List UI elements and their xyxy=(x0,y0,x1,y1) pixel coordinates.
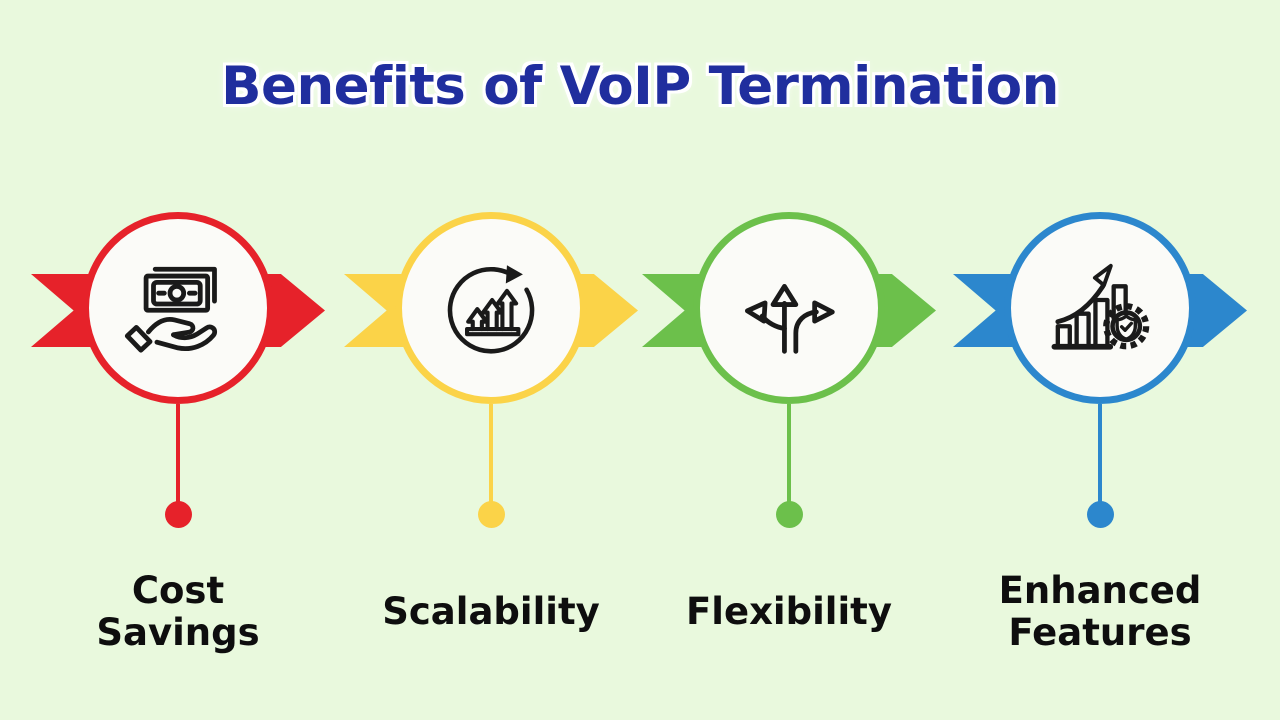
benefit-label: Flexibility xyxy=(619,556,959,668)
icon-circle xyxy=(1004,212,1196,404)
money-in-hand-icon xyxy=(121,251,235,365)
benefit-label-line: Scalability xyxy=(382,589,600,633)
connector-dot xyxy=(775,501,803,528)
benefit-label-line: Flexibility xyxy=(686,589,892,633)
benefit-label: Scalability xyxy=(321,556,661,668)
arrow-banner xyxy=(31,274,325,347)
icon-circle xyxy=(82,212,274,404)
icon-circle xyxy=(693,212,885,404)
connector-dot xyxy=(477,501,505,528)
connector-dot xyxy=(164,501,192,528)
benefit-label-line: Features xyxy=(1008,611,1192,654)
arrow-banner xyxy=(642,274,936,347)
connector-line xyxy=(1098,404,1102,503)
benefit-label-line: Savings xyxy=(96,611,260,654)
page-title: Benefits of VoIP Termination xyxy=(221,56,1059,117)
icon-circle xyxy=(395,212,587,404)
connector-line xyxy=(787,404,791,503)
connector-line xyxy=(489,404,493,503)
arrow-banner xyxy=(344,274,638,347)
growth-cycle-icon xyxy=(434,251,548,365)
arrow-banner xyxy=(953,274,1247,347)
chart-gear-shield-icon xyxy=(1043,251,1157,365)
connector-line xyxy=(176,404,180,503)
branching-arrows-icon xyxy=(732,251,846,365)
connector-dot xyxy=(1086,501,1114,528)
benefit-label-line: Enhanced xyxy=(998,568,1202,612)
benefit-label-line: Cost xyxy=(131,568,225,612)
